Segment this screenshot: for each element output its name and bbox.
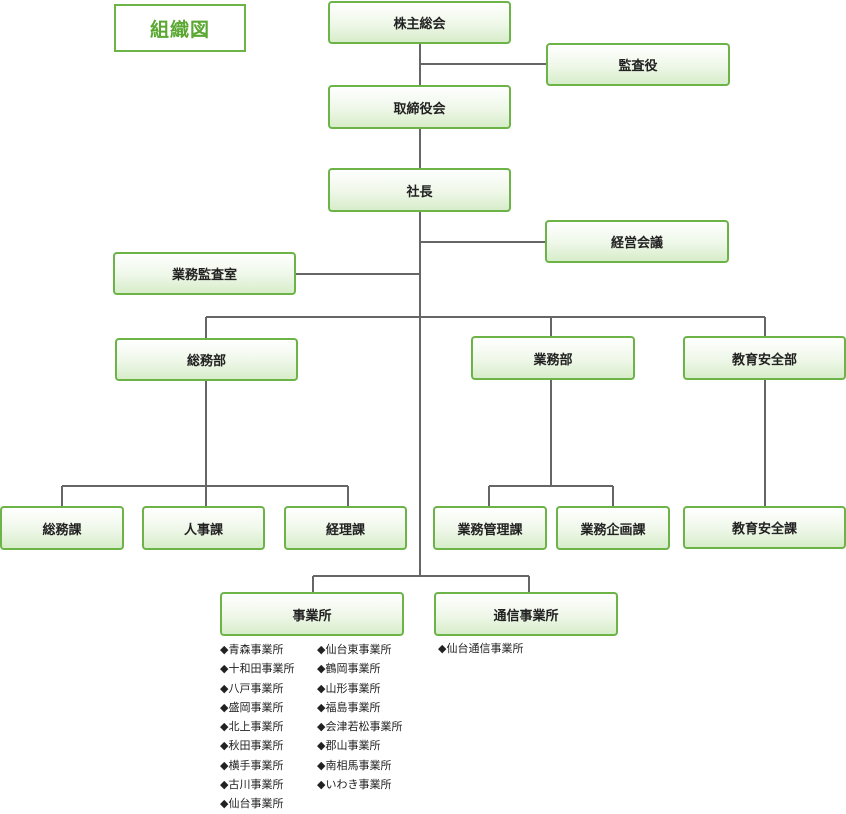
comm-offices-box: 通信事業所 (434, 592, 618, 636)
comm-office-list: ◆仙台通信事業所 (438, 639, 523, 658)
list-item: ◆山形事業所 (317, 681, 381, 695)
list-item: ◆会津若松事業所 (317, 720, 403, 734)
education-safety-section-box: 教育安全課 (683, 506, 846, 549)
list-item: ◆古川事業所 (220, 778, 284, 792)
president-box: 社長 (328, 168, 511, 212)
management-meeting-box: 経営会議 (545, 220, 729, 263)
list-item: ◆盛岡事業所 (220, 700, 284, 714)
office-list-col2: ◆仙台東事業所 ◆鶴岡事業所 ◆山形事業所 ◆福島事業所 ◆会津若松事業所 ◆郡… (317, 640, 402, 794)
general-affairs-dept-box: 総務部 (115, 338, 298, 381)
list-item: ◆いわき事業所 (317, 778, 392, 792)
board-of-directors-box: 取締役会 (328, 85, 511, 129)
list-item: ◆青森事業所 (220, 643, 284, 656)
list-item: ◆福島事業所 (317, 700, 381, 714)
operations-dept-box: 業務部 (471, 336, 635, 380)
list-item: ◆北上事業所 (220, 720, 284, 734)
offices-box: 事業所 (220, 592, 404, 636)
list-item: ◆鶴岡事業所 (317, 662, 381, 676)
list-item: ◆横手事業所 (220, 758, 284, 772)
list-item: ◆仙台東事業所 (317, 643, 392, 656)
list-item: ◆十和田事業所 (220, 662, 295, 676)
general-affairs-section-box: 総務課 (0, 506, 124, 550)
audit-office-box: 業務監査室 (113, 252, 296, 295)
hr-section-box: 人事課 (142, 506, 265, 550)
shareholders-meeting-box: 株主総会 (328, 1, 511, 44)
ops-management-section-box: 業務管理課 (433, 506, 547, 550)
list-item: ◆仙台通信事業所 (438, 642, 524, 655)
list-item: ◆八戸事業所 (220, 681, 284, 695)
page-title: 組織図 (114, 4, 246, 52)
auditor-box: 監査役 (546, 43, 730, 86)
education-safety-dept-box: 教育安全部 (683, 336, 846, 380)
list-item: ◆南相馬事業所 (317, 758, 392, 772)
ops-planning-section-box: 業務企画課 (556, 506, 670, 550)
office-list-col1: ◆青森事業所 ◆十和田事業所 ◆八戸事業所 ◆盛岡事業所 ◆北上事業所 ◆秋田事… (220, 640, 294, 814)
list-item: ◆郡山事業所 (317, 739, 381, 753)
list-item: ◆秋田事業所 (220, 739, 284, 753)
list-item: ◆仙台事業所 (220, 797, 284, 811)
accounting-section-box: 経理課 (284, 506, 407, 550)
